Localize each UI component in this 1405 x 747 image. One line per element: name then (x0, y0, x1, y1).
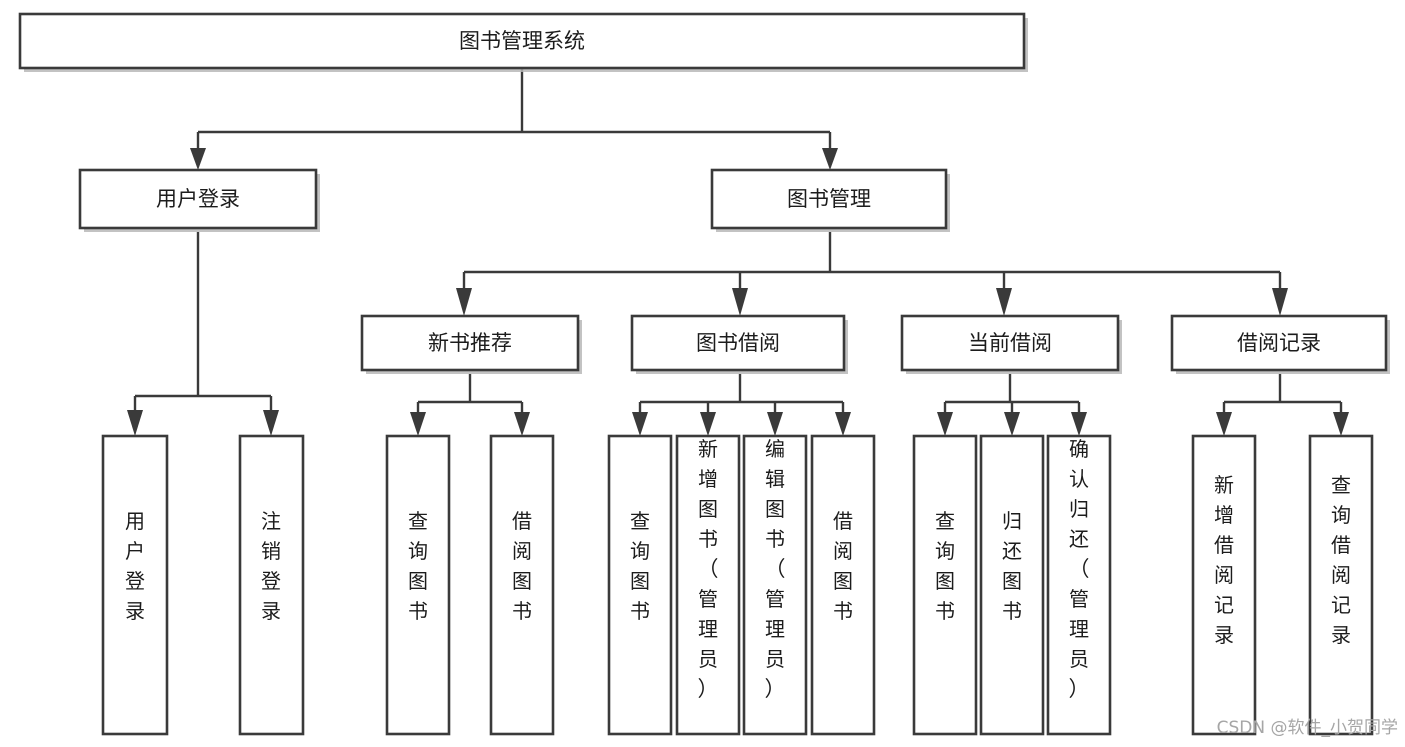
node-leaf-user-login[interactable]: 用户登录 (101, 434, 169, 736)
node-user-login[interactable]: 用户登录 (78, 168, 320, 232)
node-book-manage[interactable]: 图书管理 (710, 168, 950, 232)
arrow-br-to-query-record (1333, 412, 1349, 436)
leaf-logout-label: 注销登录 (261, 509, 281, 623)
node-leaf-query-record[interactable]: 查询借阅记录 (1308, 434, 1374, 736)
leaf-add-record-box (1191, 434, 1257, 736)
leaf-edit-book-label: 编辑图书（管理员） (765, 437, 786, 701)
leaf-query-record-label: 查询借阅记录 (1331, 473, 1351, 647)
current-borrow-label: 当前借阅 (968, 331, 1052, 355)
leaf-add-book-box (675, 434, 741, 736)
leaf-query-book-b-label: 查询图书 (630, 509, 650, 623)
node-leaf-return-book[interactable]: 归还图书 (979, 434, 1045, 736)
leaf-borrow-book-a-box (489, 434, 555, 736)
leaf-query-book-a-label: 查询图书 (408, 509, 428, 623)
book-manage-label: 图书管理 (787, 187, 871, 211)
book-manage-box (710, 168, 948, 230)
user-login-box (78, 168, 318, 230)
leaf-add-book-label: 新增图书（管理员） (698, 437, 719, 701)
root-label: 图书管理系统 (459, 29, 585, 53)
arrow-bb-to-edit-book (767, 412, 783, 436)
arrow-user-login-to-leaf-user-login (127, 410, 143, 436)
leaf-user-login-box (101, 434, 169, 736)
leaf-return-book-label: 归还图书 (1002, 509, 1022, 623)
arrow-root-to-book-manage (822, 148, 838, 170)
node-leaf-borrow-book-b[interactable]: 借阅图书 (810, 434, 876, 736)
csdn-watermark: CSDN @软件_小贺同学 (1217, 718, 1398, 738)
node-leaf-query-book-c[interactable]: 查询图书 (912, 434, 978, 736)
arrow-br-to-add-record (1216, 412, 1232, 436)
arrow-bb-to-add-book (700, 412, 716, 436)
node-leaf-query-book-b[interactable]: 查询图书 (607, 434, 673, 736)
arrow-bb-to-query-book (632, 412, 648, 436)
leaf-user-login-label: 用户登录 (125, 509, 145, 623)
book-borrow-box (630, 314, 846, 372)
node-leaf-logout[interactable]: 注销登录 (238, 434, 305, 736)
arrow-cb-to-return-book (1004, 412, 1020, 436)
arrow-new-book-to-query-book (410, 412, 426, 436)
new-book-label: 新书推荐 (428, 331, 512, 355)
current-borrow-box (900, 314, 1120, 372)
new-book-box (360, 314, 580, 372)
node-leaf-confirm-return[interactable]: 确认归还（管理员） (1046, 434, 1112, 736)
node-leaf-borrow-book-a[interactable]: 借阅图书 (489, 434, 555, 736)
connector-layer (127, 68, 1349, 436)
leaf-query-book-c-label: 查询图书 (935, 509, 955, 623)
node-leaf-add-record[interactable]: 新增借阅记录 (1191, 434, 1257, 736)
node-borrow-record[interactable]: 借阅记录 (1170, 314, 1390, 374)
borrow-record-box (1170, 314, 1388, 372)
leaf-logout-box (238, 434, 305, 736)
leaf-edit-book-box (742, 434, 808, 736)
node-new-book-recommend[interactable]: 新书推荐 (360, 314, 582, 374)
leaf-borrow-book-a-label: 借阅图书 (512, 509, 532, 623)
leaf-query-book-a-box (385, 434, 451, 736)
borrow-record-label: 借阅记录 (1237, 331, 1321, 355)
arrow-root-to-user-login (190, 148, 206, 170)
root-box (18, 12, 1026, 70)
leaf-confirm-return-box (1046, 434, 1112, 736)
leaf-query-book-b-box (607, 434, 673, 736)
book-borrow-label: 图书借阅 (696, 331, 780, 355)
arrow-cb-to-query-book (937, 412, 953, 436)
user-login-label: 用户登录 (156, 187, 240, 211)
leaf-confirm-return-label: 确认归还（管理员） (1069, 437, 1090, 701)
node-leaf-query-book-a[interactable]: 查询图书 (385, 434, 451, 736)
arrow-bm-to-new-book (456, 288, 472, 316)
node-leaf-add-book[interactable]: 新增图书（管理员） (675, 434, 741, 736)
node-book-borrow[interactable]: 图书借阅 (630, 314, 848, 374)
node-leaf-edit-book[interactable]: 编辑图书（管理员） (742, 434, 808, 736)
node-root-system[interactable]: 图书管理系统 (18, 12, 1028, 72)
leaf-borrow-book-b-label: 借阅图书 (833, 509, 853, 623)
arrow-bb-to-borrow-book (835, 412, 851, 436)
node-current-borrow[interactable]: 当前借阅 (900, 314, 1122, 374)
leaf-borrow-book-b-box (810, 434, 876, 736)
leaf-return-book-box (979, 434, 1045, 736)
arrow-user-login-to-leaf-logout (263, 410, 279, 436)
leaf-query-record-box (1308, 434, 1374, 736)
arrow-cb-to-confirm-return (1071, 412, 1087, 436)
arrow-bm-to-borrow-record (1272, 288, 1288, 316)
arrow-new-book-to-borrow-book (514, 412, 530, 436)
arrow-bm-to-book-borrow (732, 288, 748, 316)
arrow-bm-to-current-borrow (996, 288, 1012, 316)
leaf-add-record-label: 新增借阅记录 (1214, 473, 1234, 647)
leaf-query-book-c-box (912, 434, 978, 736)
